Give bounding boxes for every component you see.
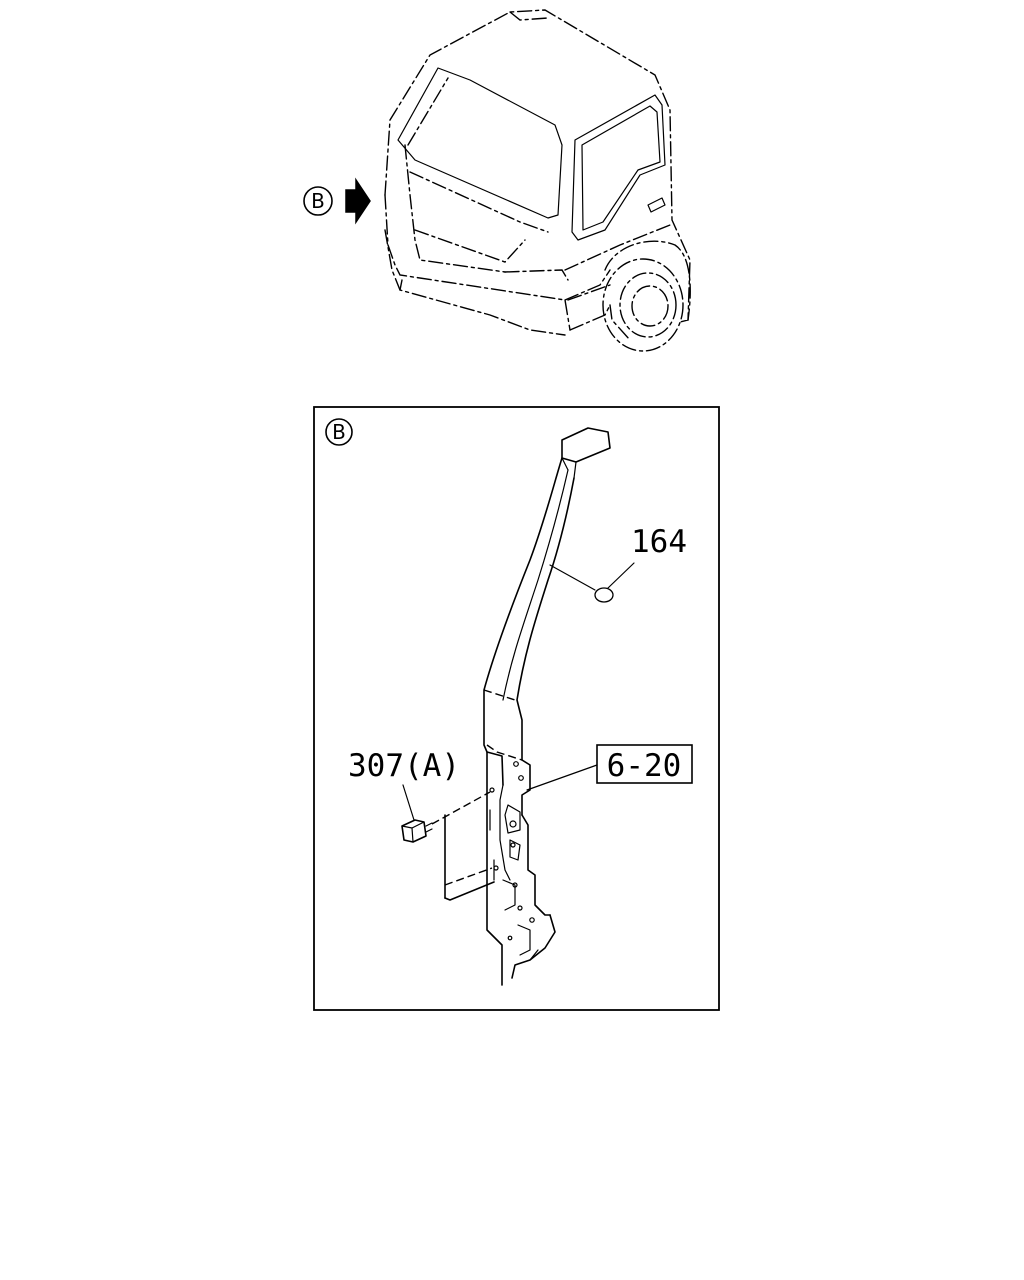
truck-cab-overview	[384, 9, 691, 352]
view-b-letter: B	[311, 189, 325, 213]
ref-6-20-box	[596, 744, 693, 784]
assembly-lines	[431, 791, 495, 901]
clip-307a	[401, 819, 433, 843]
view-b-marker: B	[303, 186, 333, 216]
callout-164: 164	[631, 524, 687, 560]
detail-b-letter: B	[332, 420, 346, 444]
view-direction-arrow-icon	[345, 177, 371, 225]
callout-307a: 307(A)	[348, 748, 460, 784]
leader-lines	[402, 562, 635, 821]
detail-b-marker: B	[325, 418, 353, 446]
detail-frame	[313, 406, 720, 1011]
a-pillar-panel	[483, 427, 611, 986]
callout-6-20: 6-20	[607, 748, 682, 784]
